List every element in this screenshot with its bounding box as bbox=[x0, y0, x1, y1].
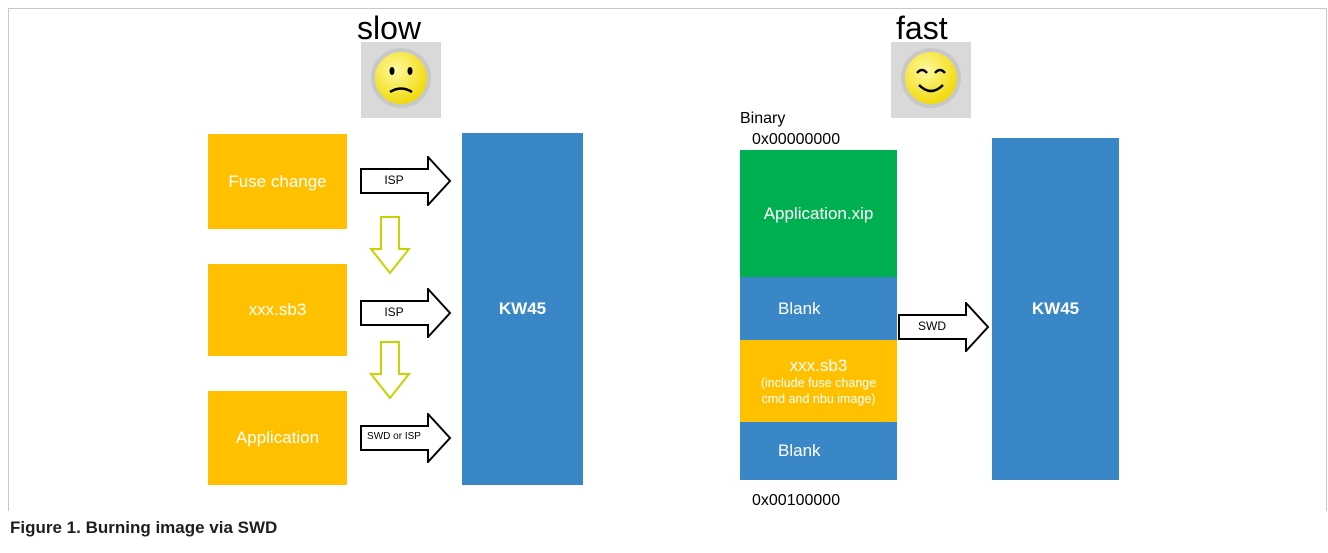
figure-frame bbox=[8, 8, 1327, 511]
swd-or-isp-arrow bbox=[360, 413, 452, 463]
isp-label-2: ISP bbox=[384, 305, 404, 319]
step-sb3: xxx.sb3 bbox=[208, 264, 347, 356]
kw45-target-right: KW45 bbox=[992, 138, 1119, 480]
fast-label: fast bbox=[896, 10, 948, 46]
segment-blank-2: Blank bbox=[740, 422, 897, 480]
sb3-description: (include fuse change cmd and nbu image) bbox=[760, 375, 877, 406]
step-application: Application bbox=[208, 391, 347, 485]
segment-application-xip: Application.xip bbox=[740, 150, 897, 277]
swd-arrow bbox=[898, 302, 990, 352]
segment-blank-1: Blank bbox=[740, 277, 897, 340]
kw45-target-left: KW45 bbox=[462, 133, 583, 485]
step-fuse-change: Fuse change bbox=[208, 134, 347, 229]
binary-label: Binary bbox=[740, 110, 786, 127]
isp-label-1: ISP bbox=[384, 173, 404, 187]
swd-label: SWD bbox=[918, 319, 946, 333]
segment-sb3: xxx.sb3 (include fuse change cmd and nbu… bbox=[740, 340, 897, 422]
isp-arrow-2 bbox=[360, 288, 452, 338]
happy-face-icon bbox=[891, 42, 971, 118]
down-arrow-1 bbox=[369, 216, 411, 275]
figure-caption: Figure 1. Burning image via SWD bbox=[10, 518, 278, 537]
isp-arrow-1 bbox=[360, 156, 452, 206]
slow-label: slow bbox=[357, 10, 422, 46]
sad-face-icon bbox=[361, 42, 441, 118]
end-address: 0x00100000 bbox=[752, 492, 841, 509]
down-arrow-2 bbox=[369, 341, 411, 400]
swd-or-isp-label: SWD or ISP bbox=[367, 431, 421, 442]
sb3-title: xxx.sb3 bbox=[789, 355, 848, 375]
start-address: 0x00000000 bbox=[752, 131, 841, 148]
